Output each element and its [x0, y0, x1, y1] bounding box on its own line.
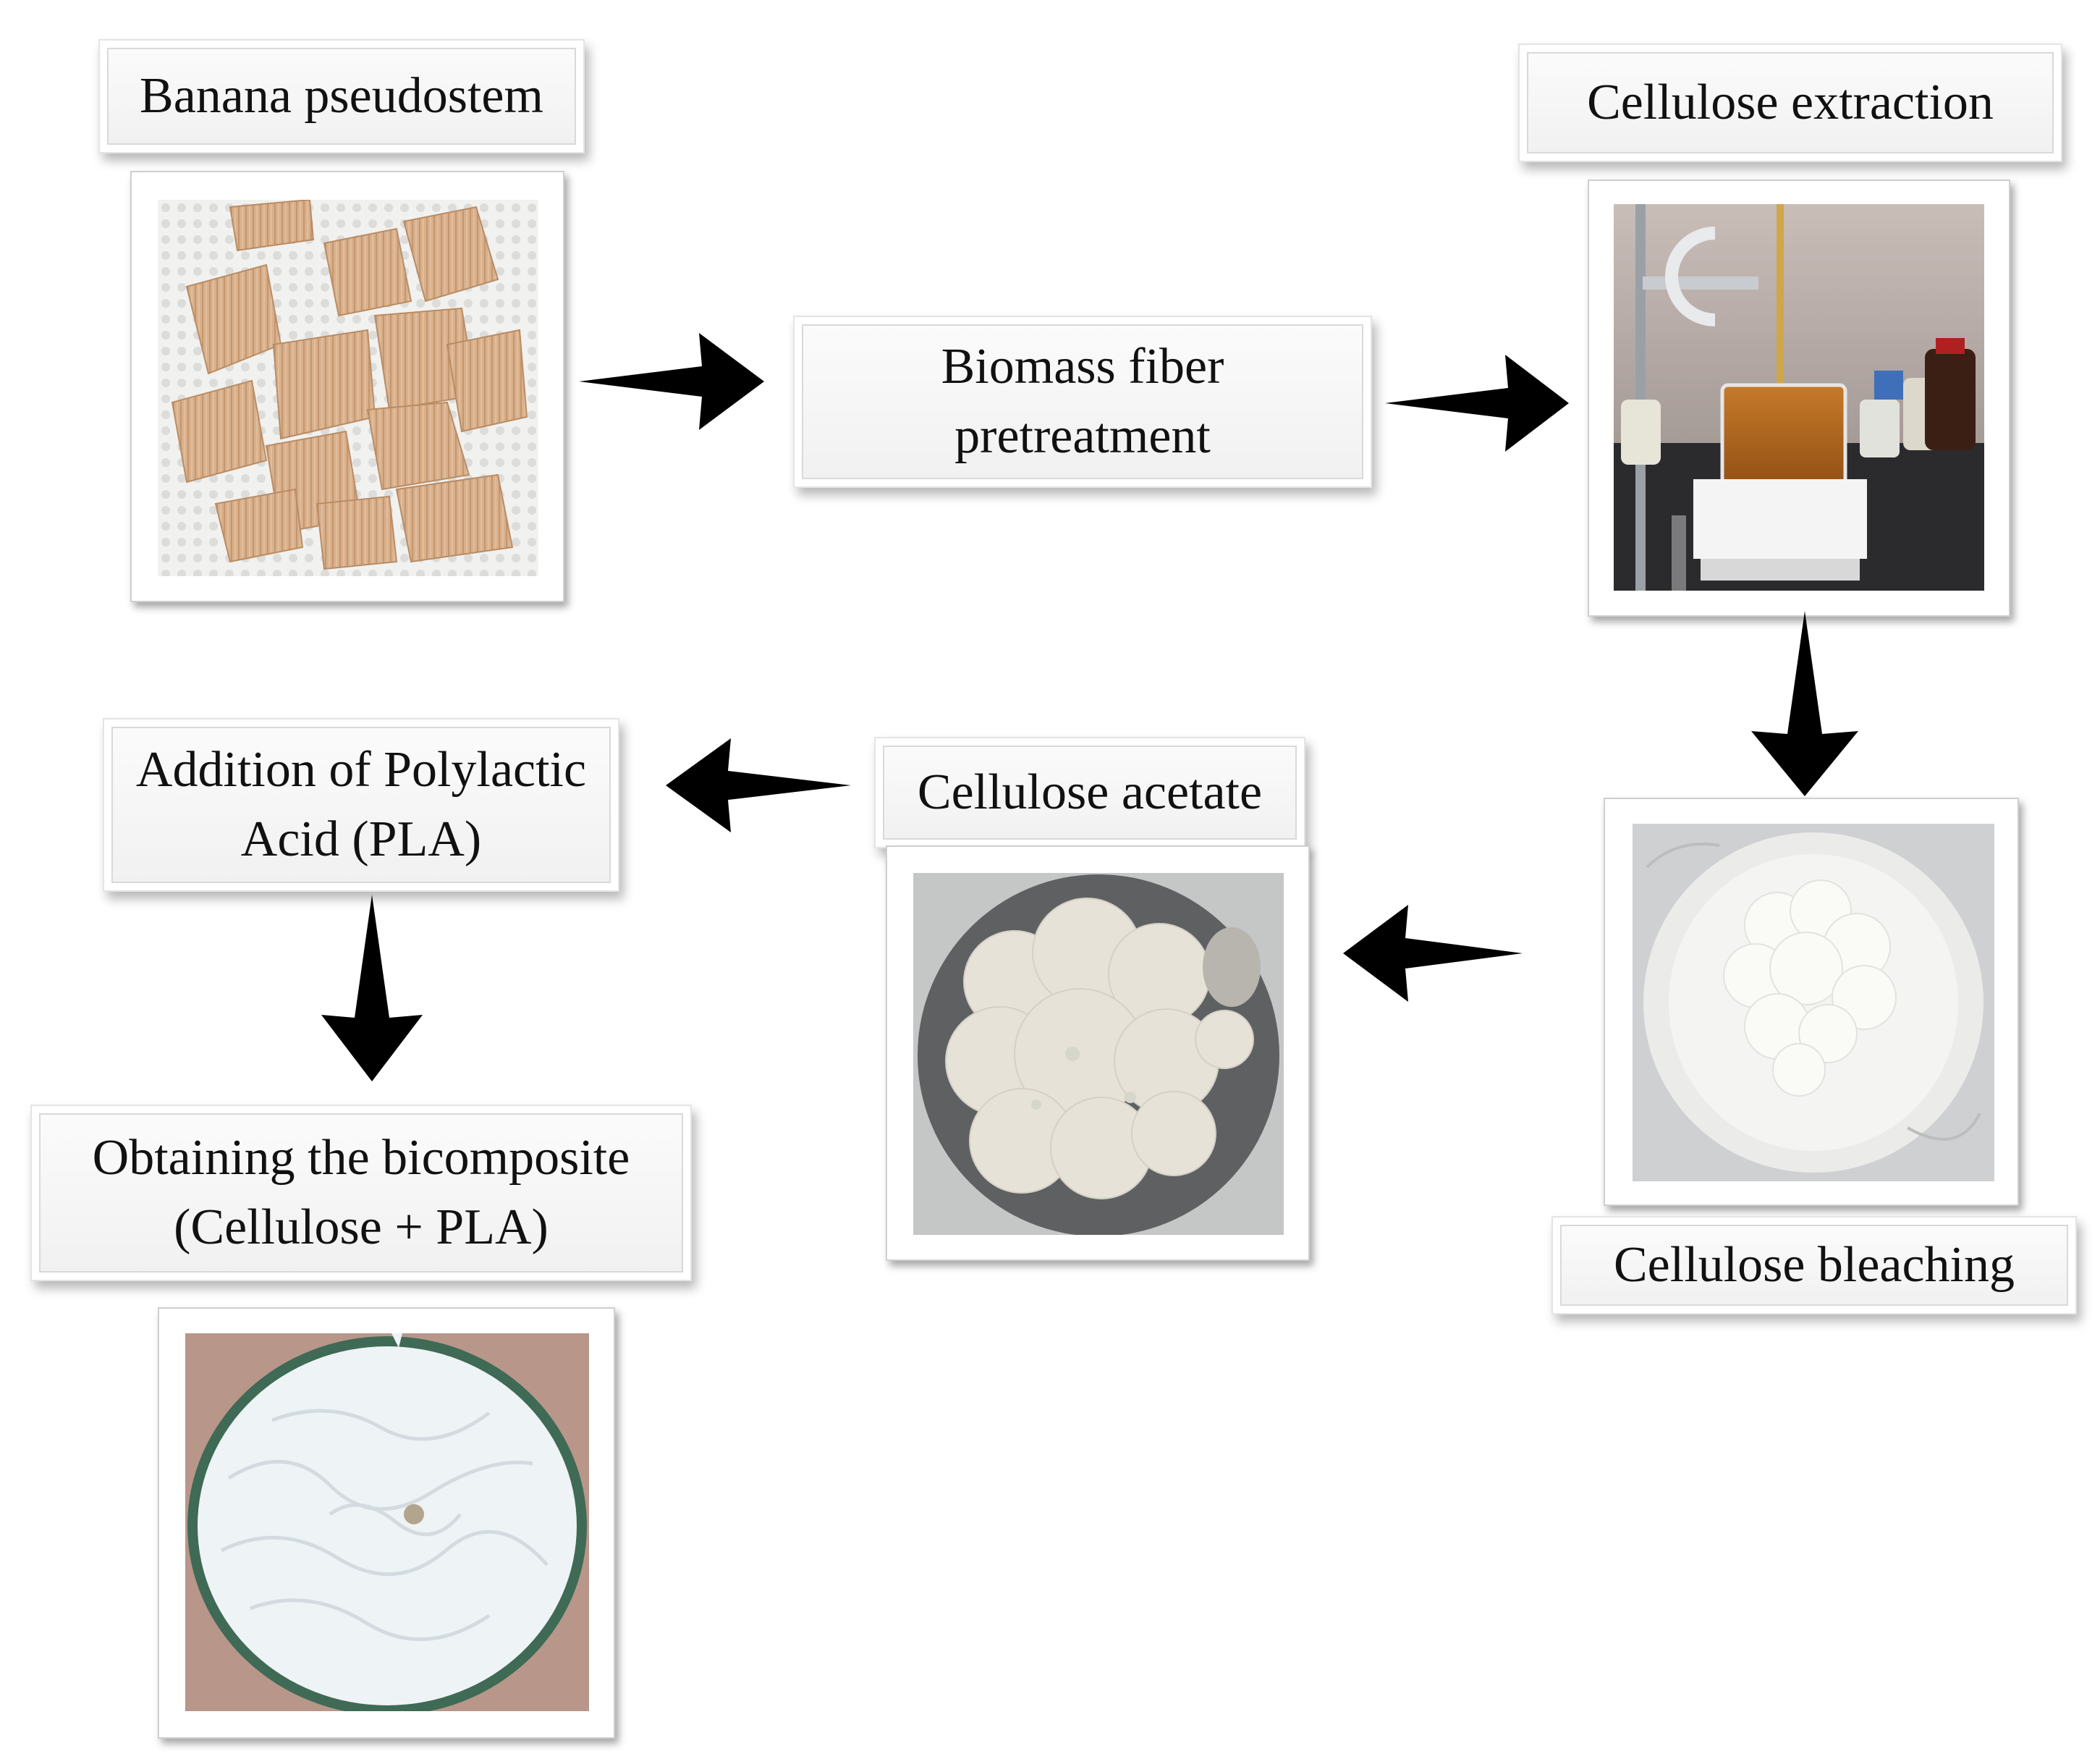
arrow-down-icon — [321, 895, 423, 1081]
banana-pseudostem-photo — [158, 200, 538, 576]
arrow-right-icon — [1385, 355, 1569, 452]
cellulose-bleaching-text: Cellulose bleaching — [1613, 1237, 2015, 1293]
pla-addition-label: Addition of Polylactic Acid (PLA) — [111, 727, 611, 883]
cellulose-acetate-text: Cellulose acetate — [917, 764, 1263, 820]
arrow-right-icon — [579, 333, 764, 430]
cellulose-acetate-photo — [913, 873, 1284, 1235]
arrow-left-icon — [1343, 905, 1523, 1002]
cellulose-acetate-label: Cellulose acetate — [883, 746, 1297, 840]
banana-pseudostem-text: Banana pseudostem — [140, 68, 543, 124]
cellulose-extraction-label: Cellulose extraction — [1527, 52, 2054, 153]
biomass-pretreatment-label: Biomass fiber pretreatment — [802, 324, 1363, 479]
biomass-pretreatment-text: Biomass fiber pretreatment — [941, 339, 1224, 464]
pla-addition-text: Addition of Polylactic Acid (PLA) — [135, 742, 587, 867]
biocomposite-text: Obtaining the bicomposite (Cellulose + P… — [92, 1130, 630, 1255]
biocomposite-photo — [185, 1333, 589, 1711]
banana-pseudostem-label: Banana pseudostem — [107, 48, 576, 145]
arrow-down-icon — [1751, 611, 1858, 796]
cellulose-bleaching-label: Cellulose bleaching — [1560, 1225, 2068, 1306]
cellulose-extraction-photo — [1614, 204, 1984, 591]
arrow-left-icon — [666, 738, 851, 832]
cellulose-bleaching-photo — [1633, 824, 1994, 1181]
biocomposite-label: Obtaining the bicomposite (Cellulose + P… — [39, 1113, 683, 1273]
cellulose-extraction-text: Cellulose extraction — [1587, 75, 1994, 130]
